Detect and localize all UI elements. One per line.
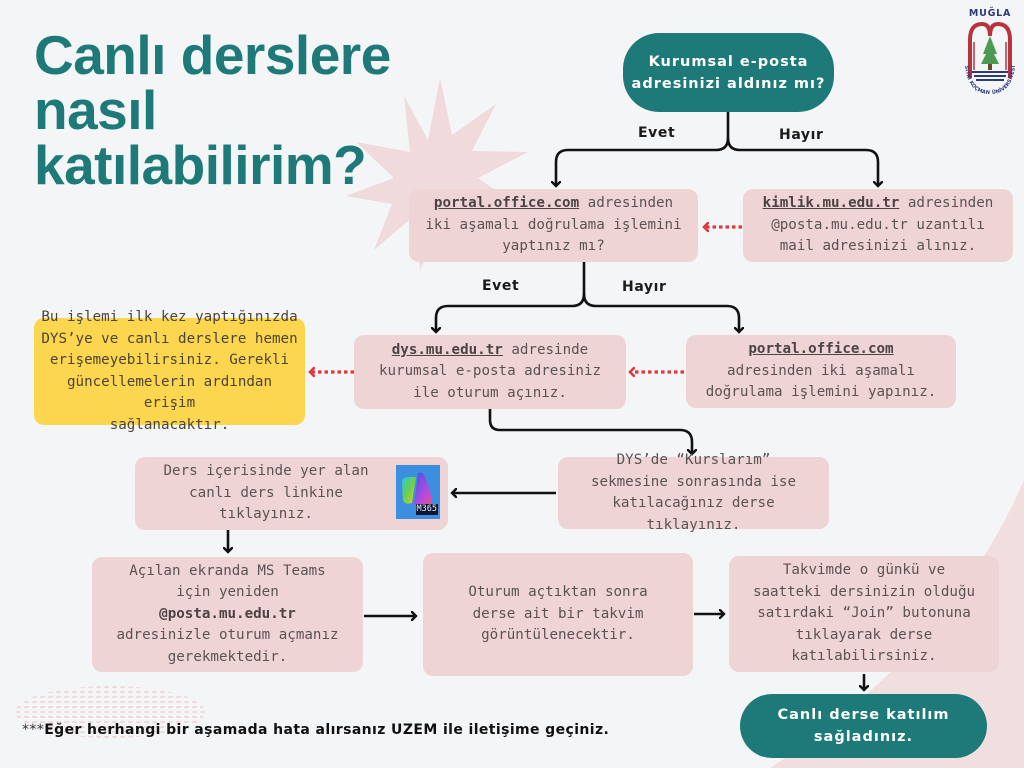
title-line: katılabilirim? — [34, 134, 367, 196]
note-text: DYS’ye ve canlı derslere hemen — [41, 330, 298, 347]
branch-yes-label: Evet — [482, 278, 520, 294]
dys-link[interactable]: dys.mu.edu.tr — [391, 341, 503, 358]
step-join: Takvimde o günkü ve saatteki dersinizin … — [729, 556, 999, 672]
box-text: Ders içerisinde yer alan — [163, 463, 369, 480]
note-text: güncellemelerin ardından erişim — [67, 373, 272, 412]
start-node-line: Kurumsal e-posta — [648, 53, 809, 70]
box-text: canlı ders linkine tıklayınız. — [189, 484, 343, 523]
box-text: satırdaki “Join” butonuna — [757, 605, 971, 622]
title-line: nasıl — [34, 79, 157, 141]
start-node-line: adresinizi aldınız mı? — [631, 75, 826, 92]
branch-no-label: Hayır — [622, 279, 667, 295]
kimlik-link[interactable]: kimlik.mu.edu.tr — [762, 195, 900, 212]
title-line: Canlı derslere — [34, 24, 391, 86]
start-node: Kurumsal e-posta adresinizi aldınız mı? — [623, 33, 834, 112]
connector-portal-to-dys — [436, 262, 586, 332]
box-text: @posta.mu.edu.tr uzantılı — [771, 216, 985, 233]
step-portal-question: portal.office.com adresinden iki aşamalı… — [409, 189, 698, 262]
box-text: mail adresinizi alınız. — [779, 238, 977, 255]
step-live-link: Ders içerisinde yer alan canlı ders link… — [135, 457, 448, 530]
university-logo: SITKI KOÇMAN ÜNİVERSİTESİ MUĞLA — [962, 8, 1018, 94]
box-text: adresinden iki aşamalı — [727, 362, 915, 379]
end-node-line: Canlı derse katılım — [777, 707, 950, 723]
note-text: Bu işlemi ilk kez yaptığınızda — [41, 309, 298, 325]
box-text: Takvimde o günkü ve — [782, 562, 946, 579]
box-text: görüntülenecektir. — [481, 627, 635, 644]
step-portal-do: portal.office.com adresinden iki aşamalı… — [686, 335, 956, 408]
halftone-dots-decoration — [15, 686, 205, 738]
step-dys-login: dys.mu.edu.tr adresinde kurumsal e-posta… — [354, 335, 626, 409]
box-text: sekmesine sonrasında ise — [591, 473, 796, 490]
box-text: adresinden — [579, 195, 674, 212]
step-courses: DYS’de “Kurslarım” sekmesine sonrasında … — [558, 452, 829, 533]
note-first-time-access: Bu işlemi ilk kez yaptığınızda DYS’ye ve… — [34, 309, 305, 433]
posta-email-domain: @posta.mu.edu.tr — [159, 605, 296, 622]
box-text: gerekmektedir. — [167, 648, 288, 665]
m365-app-icon[interactable]: M365 — [396, 465, 440, 519]
box-text: derse ait bir takvim — [472, 605, 644, 622]
box-text: DYS’de “Kurslarım” — [616, 452, 771, 468]
logo-emblem-icon: SITKI KOÇMAN ÜNİVERSİTESİ — [963, 21, 1017, 94]
box-text: tıklayarak derse — [795, 626, 933, 643]
starburst-decoration — [346, 78, 528, 270]
box-text: için yeniden — [176, 584, 279, 601]
connector-dys-to-courses — [488, 409, 692, 454]
connector-start-to-portal — [556, 112, 730, 186]
box-text: adresinde — [502, 341, 589, 358]
note-text: erişemeyebilirsiniz. Gerekli — [49, 352, 290, 368]
box-text: doğrulama işlemini yapınız. — [705, 384, 937, 401]
note-text: sağlanacaktır. — [109, 416, 230, 433]
branch-yes-label: Evet — [638, 125, 676, 141]
box-text: kurumsal e-posta adresiniz — [378, 363, 602, 380]
branch-no-label: Hayır — [779, 127, 824, 143]
end-node-line: sağladınız. — [813, 729, 914, 745]
box-text: iki aşamalı doğrulama işlemini — [425, 216, 682, 233]
end-node: Canlı derse katılım sağladınız. — [740, 694, 987, 758]
box-text: ile oturum açınız. — [413, 384, 567, 401]
footer-text: Eğer herhangi bir aşamada hata alırsanız… — [44, 722, 610, 738]
copilot-logo-icon — [402, 472, 433, 505]
step-kimlik: kimlik.mu.edu.tr adresinden @posta.mu.ed… — [743, 189, 1013, 262]
box-text: yaptınız mı? — [502, 238, 605, 255]
box-text: Açılan ekranda MS Teams — [129, 562, 326, 579]
box-text: adresinden — [899, 195, 994, 212]
page-title: Canlı derslere nasıl katılabilirim? — [34, 28, 454, 193]
step-calendar: Oturum açtıktan sonra derse ait bir takv… — [423, 553, 693, 676]
step-teams-login: Açılan ekranda MS Teams için yeniden @po… — [92, 557, 363, 672]
box-text: saatteki dersinizin olduğu — [752, 583, 976, 600]
m365-label: M365 — [415, 504, 438, 515]
portal-office-link[interactable]: portal.office.com — [748, 341, 894, 358]
connector-start-to-kimlik — [726, 137, 878, 186]
box-text: katılacağınız derse tıklayınız. — [612, 495, 775, 533]
box-text: Oturum açtıktan sonra — [468, 584, 648, 601]
box-text: adresinizle oturum açmanız — [116, 627, 339, 644]
logo-text: MUĞLA — [968, 8, 1012, 19]
box-text: katılabilirsiniz. — [791, 648, 937, 665]
connector-portal-to-portal-do — [582, 293, 739, 332]
footer-stars: *** — [22, 722, 45, 738]
portal-office-link[interactable]: portal.office.com — [433, 195, 580, 212]
footer-note: ***Eğer herhangi bir aşamada hata alırsa… — [22, 722, 609, 738]
